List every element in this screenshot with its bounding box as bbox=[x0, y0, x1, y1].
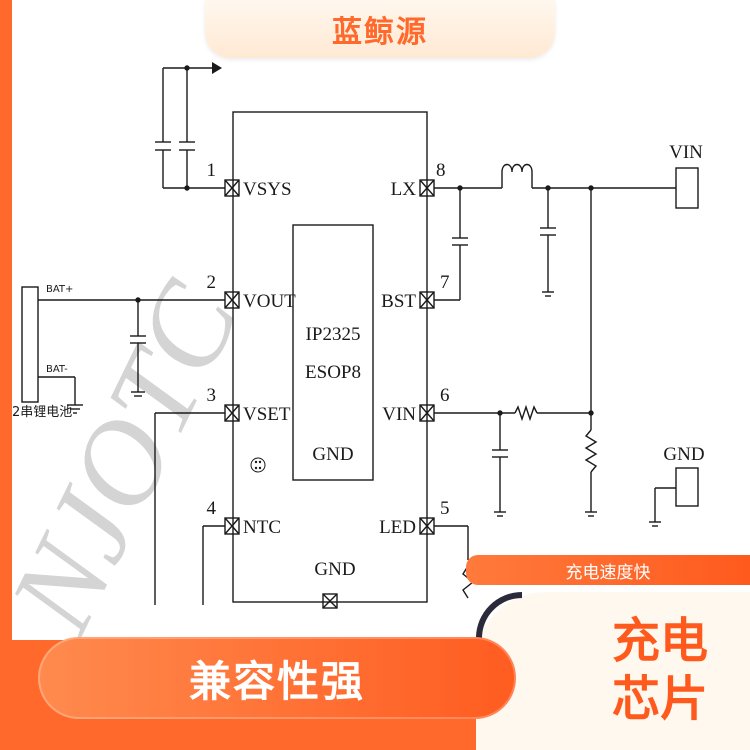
pin8-name: LX bbox=[391, 179, 417, 200]
gnd-connector-label: GND bbox=[663, 444, 704, 465]
brand-name: 蓝鲸源 bbox=[332, 15, 428, 50]
side-card bbox=[476, 592, 750, 750]
pin1-name: VSYS bbox=[243, 179, 292, 200]
chip-center-gnd: GND bbox=[312, 444, 353, 465]
pin5-num: 5 bbox=[440, 498, 450, 519]
vset-ntc-wires bbox=[154, 412, 225, 605]
chip-bottom-gnd: GND bbox=[314, 559, 355, 580]
chip-package: ESOP8 bbox=[305, 362, 361, 383]
vin-pin-circuit bbox=[434, 404, 594, 517]
chip-inner-pad bbox=[292, 224, 374, 481]
pin6-name: VIN bbox=[382, 404, 416, 425]
brand-header: 蓝鲸源 bbox=[205, 0, 555, 58]
pin7-num: 7 bbox=[440, 272, 450, 293]
schematic-frame: NJOTC bbox=[12, 0, 750, 640]
battery-caption: 2串锂电池 bbox=[12, 405, 72, 420]
chip-part-number: IP2325 bbox=[306, 324, 361, 345]
pin-box-bottom bbox=[322, 593, 338, 609]
thermal-pad-dots bbox=[250, 457, 266, 473]
pin6-num: 6 bbox=[440, 385, 450, 406]
pin7-name: BST bbox=[381, 291, 416, 312]
circuit-schematic: NJOTC bbox=[12, 62, 705, 640]
pin-boxes-left bbox=[224, 179, 240, 535]
compatibility-pill: 兼容性强 bbox=[38, 637, 516, 719]
pin3-name: VSET bbox=[243, 404, 291, 425]
chip-body bbox=[232, 111, 428, 603]
pin5-name: LED bbox=[379, 517, 416, 538]
compatibility-text: 兼容性强 bbox=[188, 656, 365, 706]
pin4-name: NTC bbox=[243, 517, 281, 538]
vsys-capacitors bbox=[155, 62, 225, 191]
pin4-num: 4 bbox=[207, 498, 217, 519]
side-title: 充电芯片 bbox=[611, 613, 708, 727]
vin-connector-label: VIN bbox=[669, 142, 703, 163]
gnd-connector bbox=[649, 467, 699, 527]
battery-circuit bbox=[21, 286, 225, 414]
pin-boxes-right bbox=[419, 179, 435, 535]
speed-banner-text: 充电速度快 bbox=[565, 562, 651, 583]
battery-pos-label: BAT+ bbox=[46, 284, 73, 295]
battery-neg-label: BAT- bbox=[46, 364, 68, 375]
pin2-num: 2 bbox=[207, 272, 217, 293]
pin1-num: 1 bbox=[207, 160, 217, 181]
pin2-name: VOUT bbox=[243, 291, 296, 312]
pin3-num: 3 bbox=[207, 385, 217, 406]
lx-inductor-circuit bbox=[434, 163, 699, 517]
speed-banner: 充电速度快 bbox=[466, 555, 750, 585]
pin8-num: 8 bbox=[436, 160, 446, 181]
